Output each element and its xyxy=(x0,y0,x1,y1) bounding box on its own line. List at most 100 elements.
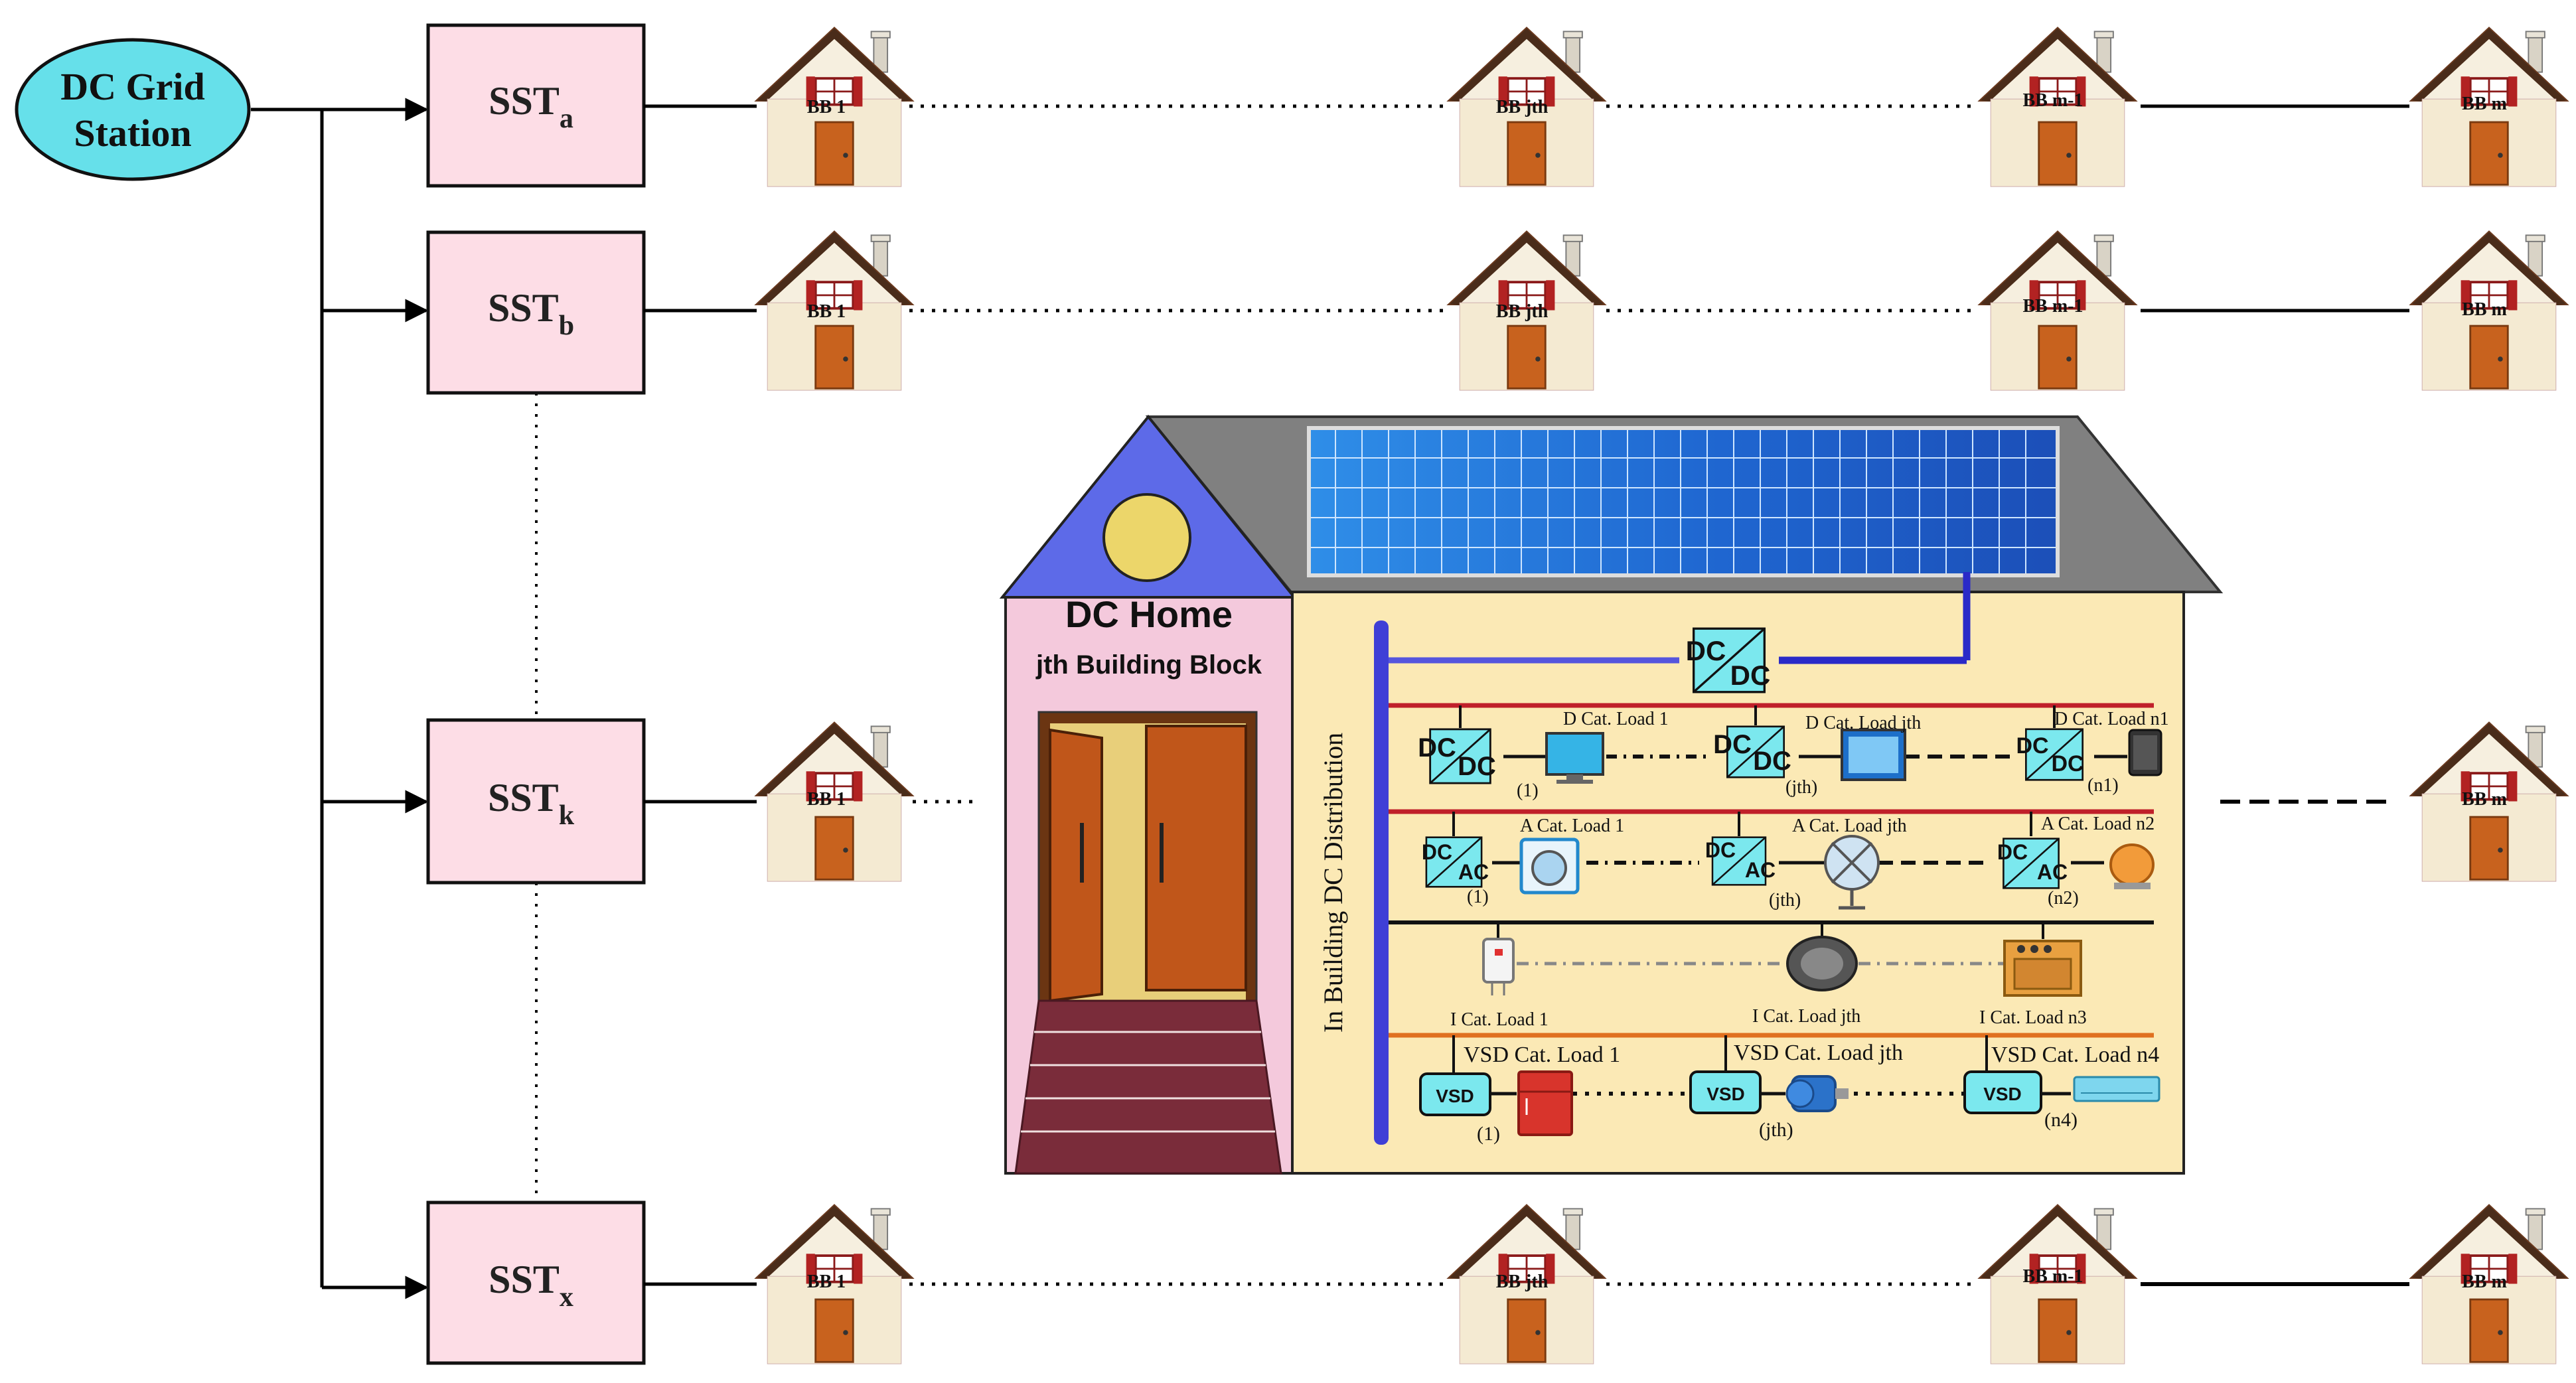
a-conv-top: DC xyxy=(1422,840,1452,864)
d-conv-bottom: DC xyxy=(2051,751,2084,776)
row-x-house-bbm: BB m xyxy=(2411,1204,2567,1365)
refrigerator-icon xyxy=(1517,1070,1573,1136)
d-index-jth: (jth) xyxy=(1785,777,1817,798)
sst-a-sub: a xyxy=(560,104,573,134)
row-x-house-bbjth: BB jth xyxy=(1448,1204,1605,1365)
fan-icon xyxy=(1824,835,1880,910)
sst-x-box: SSTx xyxy=(426,1201,646,1365)
svg-text:SSTk: SSTk xyxy=(488,776,575,831)
bb-label: BB m-1 xyxy=(2023,1266,2084,1287)
sst-a-box: SSTa xyxy=(426,23,646,188)
sst-k-label: SST xyxy=(488,776,559,820)
a-index-n2: (n2) xyxy=(2048,888,2079,909)
row-b-house-bbm1: BB m-1 xyxy=(1979,230,2136,392)
vsd-load-n4: VSD Cat. Load n4 xyxy=(1991,1043,2159,1067)
sst-a-label: SST xyxy=(489,79,560,123)
a-index-1: (1) xyxy=(1467,887,1489,907)
a-conv-bottom: AC xyxy=(2037,860,2068,884)
monitor-icon xyxy=(1545,732,1604,784)
sst-x-label: SST xyxy=(489,1258,560,1301)
row-a-house-bbm1: BB m-1 xyxy=(1979,27,2136,188)
sst-b-sub: b xyxy=(559,311,574,341)
kettle-icon xyxy=(2109,843,2155,889)
bb-label: BB m xyxy=(2462,1272,2507,1292)
home-subtitle: jth Building Block xyxy=(1035,650,1262,680)
bb-label: BB 1 xyxy=(807,301,846,322)
d-index-1: (1) xyxy=(1517,780,1539,801)
bb-label: BB 1 xyxy=(807,789,846,810)
bb-label: BB jth xyxy=(1496,301,1549,322)
row-k-house-bbm: BB m xyxy=(2411,721,2567,883)
bb-label: BB m-1 xyxy=(2023,296,2084,317)
vsd-label: VSD xyxy=(1436,1086,1474,1106)
solar-panel xyxy=(1307,426,2060,577)
row-a-house-bb1: BB 1 xyxy=(756,27,913,188)
row-x-house-bb1: BB 1 xyxy=(756,1204,913,1365)
row-k-house-bb1: BB 1 xyxy=(756,721,913,883)
i-load-n3: I Cat. Load n3 xyxy=(1979,1007,2087,1028)
tv-icon xyxy=(1841,729,1906,781)
d-conv-bottom: DC xyxy=(1458,752,1496,781)
d-load-n1: D Cat. Load n1 xyxy=(2054,709,2169,729)
vsd-label: VSD xyxy=(1706,1084,1745,1104)
vsd-index-jth: (jth) xyxy=(1759,1119,1793,1141)
svg-text:SSTx: SSTx xyxy=(489,1258,573,1313)
row-a-house-bbjth: BB jth xyxy=(1448,27,1605,188)
a-load-n2: A Cat. Load n2 xyxy=(2041,814,2155,834)
feeder-lines xyxy=(251,98,538,1299)
d-index-n1: (n1) xyxy=(2087,775,2119,796)
d-conv-bottom: DC xyxy=(1753,747,1791,776)
row-a-house-bbm: BB m xyxy=(2411,27,2567,188)
vsd-index-1: (1) xyxy=(1477,1123,1500,1145)
conv-top: DC xyxy=(1686,635,1726,666)
vsd-load-1: VSD Cat. Load 1 xyxy=(1464,1043,1620,1067)
bb-label: BB 1 xyxy=(807,1272,846,1292)
bb-label: BB 1 xyxy=(807,97,846,117)
row-b-house-bbjth: BB jth xyxy=(1448,230,1605,392)
bb-label: BB m-1 xyxy=(2023,90,2084,111)
a-load-1: A Cat. Load 1 xyxy=(1520,816,1624,836)
vsd-load-jth: VSD Cat. Load jth xyxy=(1734,1041,1903,1065)
dc-distribution-bus xyxy=(1374,572,1971,1145)
water-heater-icon xyxy=(1482,938,1515,995)
d-load-1: D Cat. Load 1 xyxy=(1563,709,1669,729)
svg-text:SSTb: SSTb xyxy=(488,286,574,341)
sst-x-sub: x xyxy=(560,1282,573,1313)
d-category-row xyxy=(1389,703,2162,784)
main-dc-dc-converter: DC DC xyxy=(1686,628,1771,692)
dc-grid-station: DC Grid Station xyxy=(15,38,251,181)
sst-k-sub: k xyxy=(559,800,575,831)
a-conv-top: DC xyxy=(1997,840,2028,864)
d-conv-top: DC xyxy=(1713,730,1752,759)
d-conv-top: DC xyxy=(2016,733,2048,759)
sst-b-box: SSTb xyxy=(426,230,646,395)
distribution-label: In Building DC Distribution xyxy=(1318,733,1348,1033)
a-category-row xyxy=(1389,809,2155,910)
vsd-label: VSD xyxy=(1983,1084,2022,1104)
vsd-index-n4: (n4) xyxy=(2044,1109,2078,1131)
svg-text:SSTa: SSTa xyxy=(489,79,573,134)
a-conv-bottom: AC xyxy=(1745,858,1776,882)
motor-icon xyxy=(1785,1075,1849,1112)
i-load-1: I Cat. Load 1 xyxy=(1450,1009,1549,1030)
oven-icon xyxy=(2003,940,2082,997)
bb-label: BB jth xyxy=(1496,97,1549,117)
sst-k-box: SSTk xyxy=(426,718,646,885)
bb-label: BB m xyxy=(2462,94,2507,114)
station-line2: Station xyxy=(74,111,191,155)
vsd-category-row xyxy=(1389,1033,2160,1136)
air-conditioner-icon xyxy=(2073,1076,2160,1102)
row-x-house-bbm1: BB m-1 xyxy=(1979,1204,2136,1365)
a-conv-bottom: AC xyxy=(1458,860,1489,884)
conv-bottom: DC xyxy=(1730,660,1771,691)
washing-machine-icon xyxy=(1519,837,1580,895)
tablet-icon xyxy=(2128,729,2162,776)
i-category-row xyxy=(1389,920,2154,997)
d-load-jth: D Cat. Load jth xyxy=(1805,713,1921,733)
a-load-jth: A Cat. Load jth xyxy=(1792,816,1907,836)
bb-label: BB m xyxy=(2462,789,2507,810)
station-line1: DC Grid xyxy=(60,65,205,108)
a-conv-top: DC xyxy=(1705,838,1736,862)
bb-label: BB m xyxy=(2462,299,2507,320)
bb-label: BB jth xyxy=(1496,1272,1549,1292)
